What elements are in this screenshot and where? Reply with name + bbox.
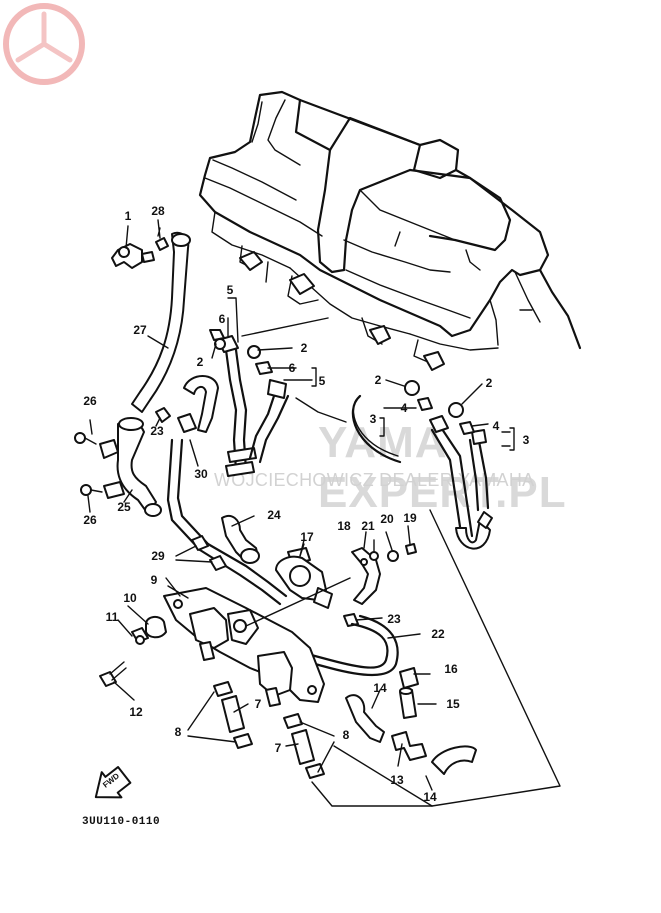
callout-5: 5 [318,374,326,388]
bolt-12 [99,661,127,687]
part-26-bolts [74,432,103,496]
callout-9: 9 [150,573,158,587]
callout-25: 25 [117,500,131,514]
clamp-23-upper [155,407,171,423]
part-1-elbow [111,243,155,269]
callout-30: 30 [194,467,208,481]
callout-26: 26 [83,513,97,527]
callout-2: 2 [300,341,308,355]
callout-27: 27 [133,323,147,337]
collar-11 [131,627,149,645]
callout-11: 11 [105,610,119,624]
hose-14-lower [431,745,477,775]
callout-23: 23 [150,424,164,438]
callout-28: 28 [151,204,165,218]
callout-8: 8 [342,728,350,742]
air-cut-valve-17 [275,539,333,609]
pipe-5-left [214,335,257,477]
callout-2: 2 [196,355,204,369]
callout-5: 5 [226,283,234,297]
callout-6: 6 [218,312,226,326]
callout-12: 12 [129,705,143,719]
callout-16: 16 [444,662,458,676]
hose-14-upper [345,694,385,743]
hose-25 [99,417,162,517]
cap-16 [399,667,431,689]
nut-2-group-left [209,329,261,359]
joint-13 [391,731,427,761]
callout-15: 15 [446,697,460,711]
part-28-clip [155,227,169,251]
callout-7: 7 [254,697,262,711]
gasket-ring [351,394,402,464]
callout-18: 18 [337,519,351,533]
callout-8: 8 [174,725,182,739]
pipe-3-right [429,415,493,550]
head-air-fittings [239,251,445,371]
hose-7-left [213,681,253,749]
hose-24 [221,514,260,564]
callout-19: 19 [403,511,417,525]
callout-2: 2 [374,373,382,387]
callout-2: 2 [485,376,493,390]
callout-17: 17 [300,530,314,544]
parts-19-20-21 [369,543,417,562]
callout-22: 22 [431,627,445,641]
callout-3: 3 [522,433,530,447]
callout-10: 10 [123,591,137,605]
hose-7-right [283,713,325,779]
pipe-5-right [248,361,290,464]
callout-24: 24 [267,508,281,522]
callout-20: 20 [380,512,394,526]
hose-27 [131,231,191,413]
callout-26: 26 [83,394,97,408]
drawing-code: 3UU110-0110 [82,816,161,828]
watermark-logo-icon [3,3,85,85]
callout-14: 14 [373,681,387,695]
callout-14: 14 [423,790,437,804]
callout-13: 13 [390,773,404,787]
callout-21: 21 [361,519,375,533]
cylinder-head-cover [198,90,582,363]
forward-arrow-icon [94,766,132,799]
grommet-10 [145,616,167,639]
callout-23: 23 [387,612,401,626]
callout-3: 3 [369,412,377,426]
nuts-2-right [404,380,475,435]
callout-4: 4 [400,401,408,415]
callout-7: 7 [274,741,282,755]
callout-29: 29 [151,549,165,563]
clamp-23-lower [343,613,359,627]
valve-bracket-9 [163,587,325,707]
clamp-29 [191,535,227,571]
callout-1: 1 [124,209,132,223]
callout-6: 6 [288,361,296,375]
watermark-title: YAMA EXPERT.PL [318,418,567,517]
callout-4: 4 [492,419,500,433]
hose-30 [177,375,219,433]
pipe-15 [399,687,417,719]
